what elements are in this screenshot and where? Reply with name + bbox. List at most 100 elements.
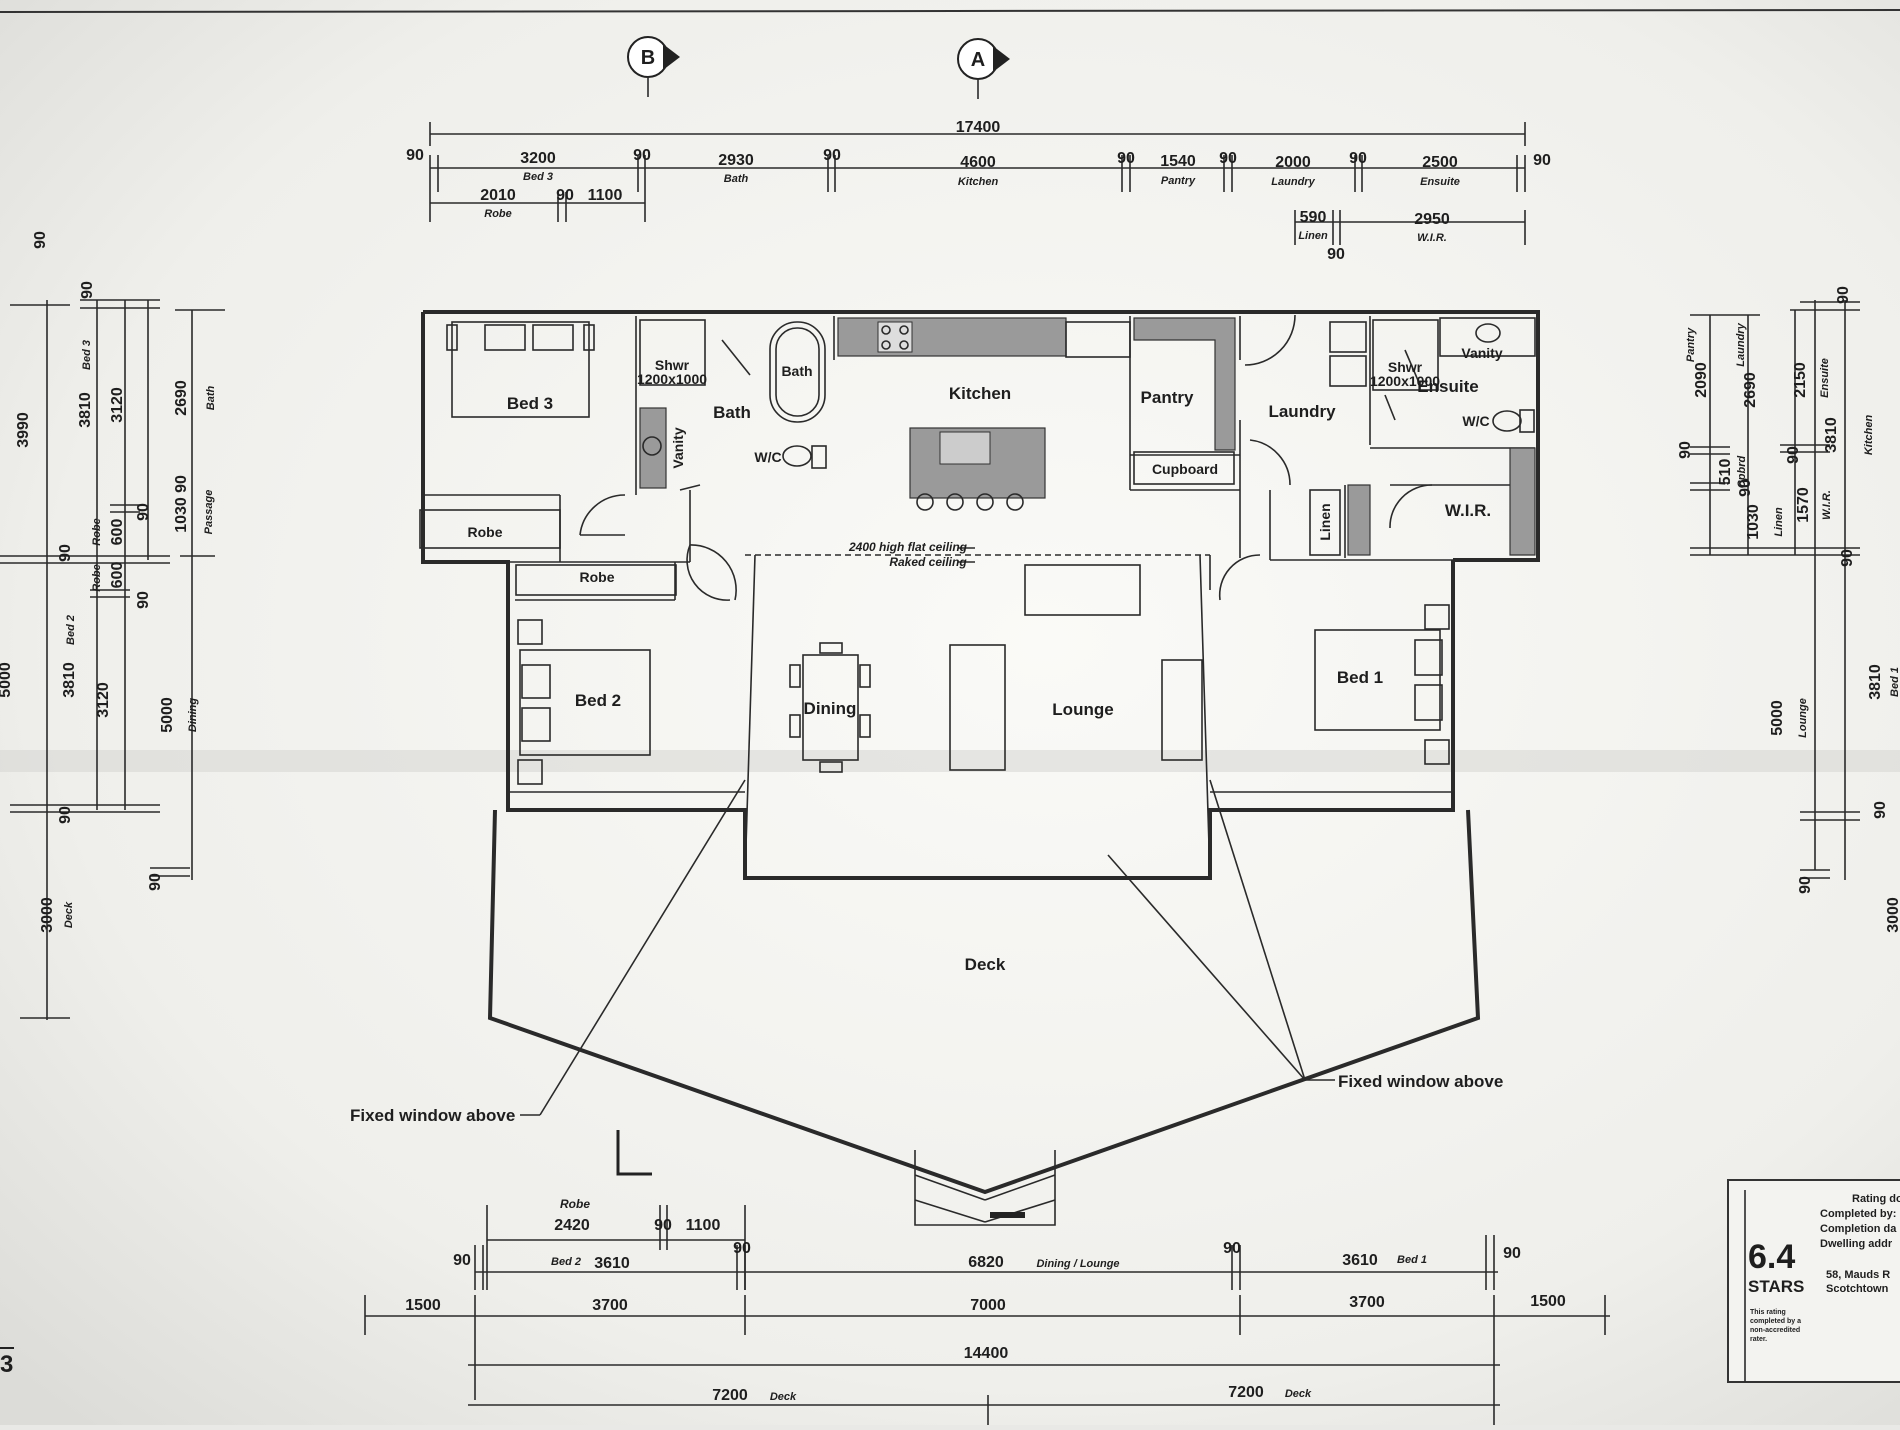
rating-line-3: Dwelling addr [1820, 1238, 1893, 1250]
top-dimensions: 17400 90 3200 Bed 3 90 2930 Bath 90 4600… [406, 119, 1551, 263]
wir-shelving [1509, 447, 1536, 556]
dim-left-5000-partial: 5000 [0, 662, 14, 698]
dim-left-3810-bed3: 3810 [77, 392, 94, 428]
dim-bottom-grid-2: 7000 [970, 1297, 1006, 1314]
dim-top-r1-1-label: Bed 3 [523, 171, 553, 183]
dim-left-5000-label: Dining [187, 698, 199, 732]
kitchen-bench [837, 317, 1067, 357]
dim-right-1030-label: Linen [1773, 507, 1785, 537]
section-marker-b: B [627, 36, 680, 97]
dim-right-90b: 90 [1677, 441, 1694, 459]
dim-bottom-grid-3: 3700 [1349, 1294, 1385, 1311]
rating-disclaimer-3: rater. [1750, 1336, 1767, 1343]
room-robe-bed3: Robe [468, 524, 503, 540]
dim-bottom-robe-label: Robe [560, 1197, 590, 1211]
room-deck: Deck [965, 955, 1006, 974]
ceiling-note-flat: 2400 high flat ceiling [848, 540, 968, 554]
vanity-left-unit [639, 407, 667, 489]
deck-outline [487, 809, 1481, 1226]
bed1-bed [1314, 629, 1441, 731]
dim-top-r1-3: 2930 [718, 152, 754, 169]
dim-top-r3-1: 90 [1327, 246, 1345, 263]
dim-top-r1-2: 90 [633, 147, 651, 164]
door-swings [579, 314, 1433, 601]
callout-fixed-window-left: Fixed window above [350, 1106, 515, 1125]
dim-right-2150-label: Ensuite [1819, 358, 1831, 398]
bed2-bed [519, 649, 651, 756]
dim-bottom-rooms-5-label: Bed 1 [1397, 1254, 1427, 1266]
rating-address-1: Scotchtown [1826, 1283, 1889, 1295]
room-bed1: Bed 1 [1337, 668, 1383, 687]
dim-bottom-grid-4: 1500 [1530, 1293, 1566, 1310]
rating-line-1: Completed by: [1820, 1208, 1896, 1220]
rating-disclaimer-1: completed by a [1750, 1318, 1801, 1325]
dim-right-2090-label: Pantry [1685, 327, 1697, 362]
cupboard-box [1133, 451, 1235, 485]
dim-top-r1-0: 90 [406, 147, 424, 164]
dim-top-r2-1: 90 [556, 187, 574, 204]
dim-right-90d: 90 [1785, 446, 1802, 464]
rating-line-2: Completion da [1820, 1223, 1897, 1235]
dim-bottom-overall: 14400 [964, 1345, 1009, 1362]
dim-left-90a: 90 [79, 281, 96, 299]
dim-top-r1-9-label: Laundry [1271, 176, 1315, 188]
room-vanity-left: Vanity [670, 427, 686, 468]
rating-value: 6.4 [1748, 1238, 1795, 1276]
room-shower-left: Shwr [655, 357, 690, 373]
dim-left-600b-label: Robe [91, 564, 103, 592]
linen-box [1309, 489, 1341, 556]
dim-right-3810-bed1: 3810 [1867, 664, 1884, 700]
room-linen: Linen [1317, 503, 1333, 540]
dim-left-600a: 600 [109, 519, 126, 546]
shower-left [639, 319, 706, 386]
room-wir: W.I.R. [1445, 501, 1491, 520]
room-wc-left: W/C [754, 449, 781, 465]
rating-stars: STARS [1748, 1277, 1804, 1296]
dim-right-510: 510 [1717, 459, 1734, 486]
bottom-dimensions: Robe 2420 90 1100 90 3610 Bed 2 90 6820 … [364, 1197, 1610, 1425]
dim-left-600b: 600 [109, 562, 126, 589]
dim-right-90c: 90 [1737, 479, 1754, 497]
dim-bottom-deck-1: 7200 [1228, 1384, 1264, 1401]
dim-top-r1-10: 90 [1349, 150, 1367, 167]
dim-top-r3-2-label: W.I.R. [1417, 232, 1447, 244]
room-shower-left-size: 1200x1000 [637, 371, 707, 387]
dim-right-2090: 2090 [1693, 362, 1710, 398]
dim-top-r1-3-label: Bath [724, 173, 749, 185]
dim-bottom-rooms-0: 90 [453, 1252, 471, 1269]
rating-disclaimer-2: non-accredited [1750, 1327, 1800, 1334]
vanity-right-unit [1439, 317, 1536, 357]
dim-bottom-rooms-6: 90 [1503, 1245, 1521, 1262]
dim-top-r3-0: 590 [1300, 209, 1327, 226]
room-wc-right: W/C [1462, 413, 1489, 429]
dim-bottom-deck-1-label: Deck [1285, 1388, 1312, 1400]
dim-bottom-rooms-1: 3610 [594, 1255, 630, 1272]
dim-bottom-rooms-5: 3610 [1342, 1252, 1378, 1269]
dim-left-90f: 90 [57, 806, 74, 824]
room-lounge: Lounge [1052, 700, 1113, 719]
dim-right-2690: 2690 [1742, 372, 1759, 408]
pantry-shelving [1133, 317, 1236, 451]
dim-bottom-robe-0: 2420 [554, 1217, 590, 1234]
dim-right-2150: 2150 [1792, 362, 1809, 398]
dim-top-r3-2: 2950 [1414, 211, 1450, 228]
dim-right-90e: 90 [1839, 549, 1856, 567]
robe-bed2-box [515, 564, 677, 596]
dim-bottom-robe-2: 1100 [686, 1217, 721, 1234]
energy-rating-box: 6.4 STARS Rating docume Completed by: Co… [1727, 1179, 1900, 1383]
dim-top-r1-6: 90 [1117, 150, 1135, 167]
dim-left-1030-label: Passage [203, 490, 215, 535]
dim-bottom-robe-1: 90 [654, 1217, 672, 1234]
dim-bottom-rooms-3-label: Dining / Lounge [1036, 1258, 1119, 1270]
section-marker-a-label: A [971, 49, 985, 71]
room-dining: Dining [804, 699, 857, 718]
dim-left-90h: 90 [32, 231, 49, 249]
dim-right-5000-label: Lounge [1797, 698, 1809, 738]
dim-top-r1-9: 2000 [1275, 154, 1311, 171]
dim-right-3000: 3000 [1885, 897, 1900, 933]
dim-bottom-deck-0-label: Deck [770, 1391, 797, 1403]
robe-bed3-box [419, 509, 561, 549]
room-ensuite: Ensuite [1417, 377, 1478, 396]
dim-bottom-grid-0: 1500 [405, 1297, 441, 1314]
